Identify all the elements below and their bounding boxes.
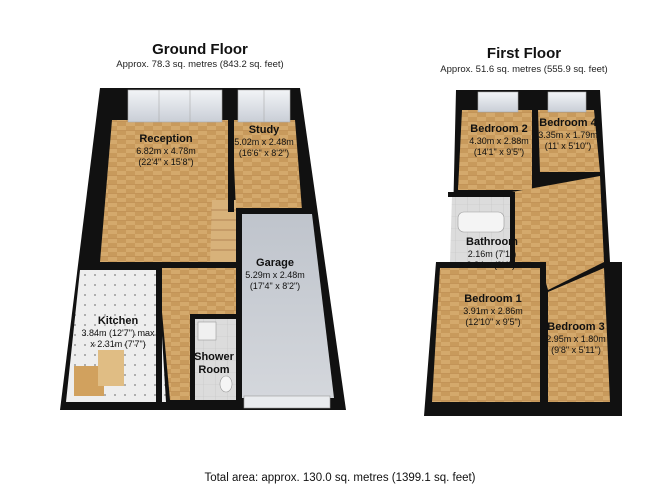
bedroom3-floor — [548, 268, 610, 402]
bedroom3-label: Bedroom 3 — [547, 321, 604, 333]
bedroom2-floor — [458, 110, 534, 190]
garage-dim-ft: (17'4" x 8'2") — [250, 281, 300, 291]
first-floor-area: Approx. 51.6 sq. metres (555.9 sq. feet) — [440, 64, 607, 75]
bedroom2-dim-m: 4.30m x 2.88m — [469, 136, 529, 146]
study-dim-ft: (16'6" x 8'2") — [239, 148, 289, 158]
shower-room-label-1: Shower — [194, 351, 234, 363]
bedroom2-dim-ft: (14'1" x 9'5") — [474, 147, 524, 157]
ground-floor-title: Ground Floor — [152, 41, 248, 58]
bedroom4-dim-m: 3.35m x 1.79m — [538, 130, 598, 140]
bedroom2-window — [477, 91, 519, 113]
study-dim-m: 5.02m x 2.48m — [234, 137, 294, 147]
bedroom3-dim-m: 2.95m x 1.80m — [546, 334, 606, 344]
kitchen-dim-ft: x 2.31m (7'7") — [90, 339, 145, 349]
garage-label: Garage — [256, 257, 294, 269]
bathroom-dim-m: 2.16m (7'1") — [468, 249, 516, 259]
bedroom4-label: Bedroom 4 — [539, 117, 597, 129]
bath-tub — [457, 211, 505, 233]
ground-floor-plan — [60, 88, 346, 410]
reception-label: Reception — [139, 133, 192, 145]
toilet — [219, 375, 233, 393]
study-floor — [232, 120, 302, 210]
bedroom1-dim-ft: (12'10" x 9'5") — [465, 317, 520, 327]
reception-window — [127, 89, 223, 123]
bathroom-dim-ft: x 2.84m (9'4") max — [460, 260, 535, 270]
bedroom2-label: Bedroom 2 — [470, 123, 527, 135]
shower-tray — [197, 321, 217, 341]
bedroom1-label: Bedroom 1 — [464, 293, 521, 305]
first-floor-title: First Floor — [487, 45, 561, 62]
bedroom1-floor — [432, 268, 544, 402]
study-label: Study — [249, 124, 280, 136]
bathroom-label: Bathroom — [466, 236, 518, 248]
staircase — [210, 200, 238, 262]
reception-floor — [100, 120, 232, 262]
bedroom4-floor — [538, 110, 600, 172]
garage-door — [243, 395, 331, 409]
bedroom4-dim-ft: (11' x 5'10") — [545, 141, 592, 151]
reception-dim-m: 6.82m x 4.78m — [136, 146, 196, 156]
shower-room-label-2: Room — [198, 364, 229, 376]
bedroom4-window — [547, 91, 587, 113]
first-floor-plan — [424, 90, 622, 416]
bedroom1-dim-m: 3.91m x 2.86m — [463, 306, 523, 316]
ground-floor-area: Approx. 78.3 sq. metres (843.2 sq. feet) — [116, 59, 283, 70]
bedroom3-dim-ft: (9'8" x 5'11") — [551, 345, 601, 355]
garage-floor — [240, 214, 334, 398]
kitchen-label: Kitchen — [98, 315, 139, 327]
reception-dim-ft: (22'4" x 15'8") — [138, 157, 193, 167]
total-area: Total area: approx. 130.0 sq. metres (13… — [204, 472, 475, 484]
kitchen-dim-m: 3.84m (12'7") max — [82, 328, 155, 338]
kitchen-island — [98, 350, 124, 386]
garage-dim-m: 5.29m x 2.48m — [245, 270, 305, 280]
landing-floor — [512, 176, 604, 290]
